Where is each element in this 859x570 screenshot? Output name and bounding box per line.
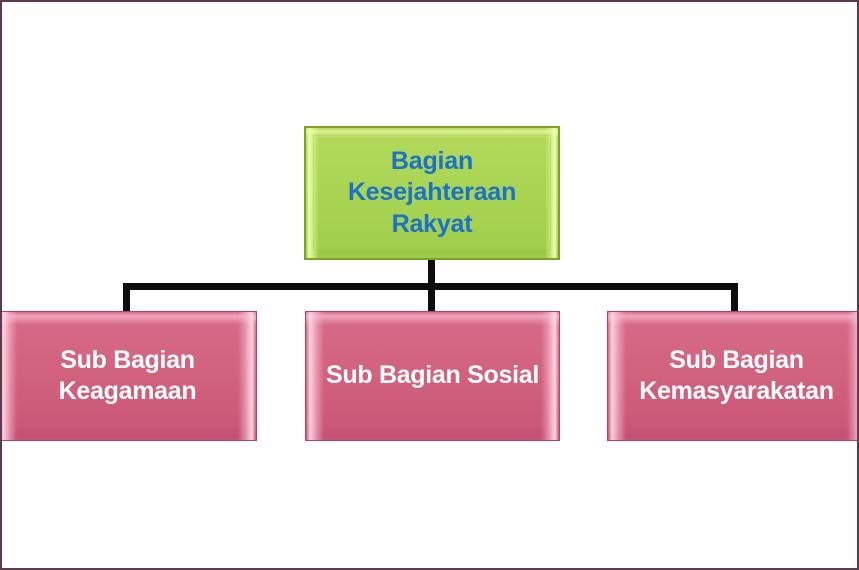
connector-drop-right: [731, 283, 738, 315]
node-label-sosial: Sub Bagian Sosial: [320, 360, 545, 392]
node-sub-bagian-keagamaan[interactable]: Sub Bagian Keagamaan: [2, 311, 257, 441]
node-bagian-kesejahteraan-rakyat[interactable]: Bagian Kesejahteraan Rakyat: [304, 126, 560, 260]
node-sub-bagian-kemasyarakatan[interactable]: Sub Bagian Kemasyarakatan: [607, 311, 857, 441]
node-label-kemasyarakatan-line-2: Kemasyarakatan: [639, 377, 834, 405]
node-sub-bagian-sosial[interactable]: Sub Bagian Sosial: [305, 311, 560, 441]
node-label-kemasyarakatan: Sub Bagian Kemasyarakatan: [633, 345, 840, 408]
node-label-keagamaan-line-2: Keagamaan: [58, 377, 197, 405]
node-label-root-line-2: Kesejahteraan: [347, 178, 517, 207]
connector-drop-middle: [428, 283, 435, 315]
node-label-root-line-1: Bagian: [390, 146, 474, 175]
connector-drop-left: [123, 283, 130, 315]
node-label-kemasyarakatan-line-1: Sub Bagian: [669, 345, 804, 374]
node-label-keagamaan: Sub Bagian Keagamaan: [53, 345, 203, 408]
connector-root-stem: [428, 257, 435, 290]
node-label-sosial-line-1: Sub Bagian Sosial: [325, 361, 539, 390]
node-label-root: Bagian Kesejahteraan Rakyat: [342, 146, 522, 241]
node-label-keagamaan-line-1: Sub Bagian: [60, 345, 195, 374]
node-label-root-line-3: Rakyat: [391, 209, 473, 238]
